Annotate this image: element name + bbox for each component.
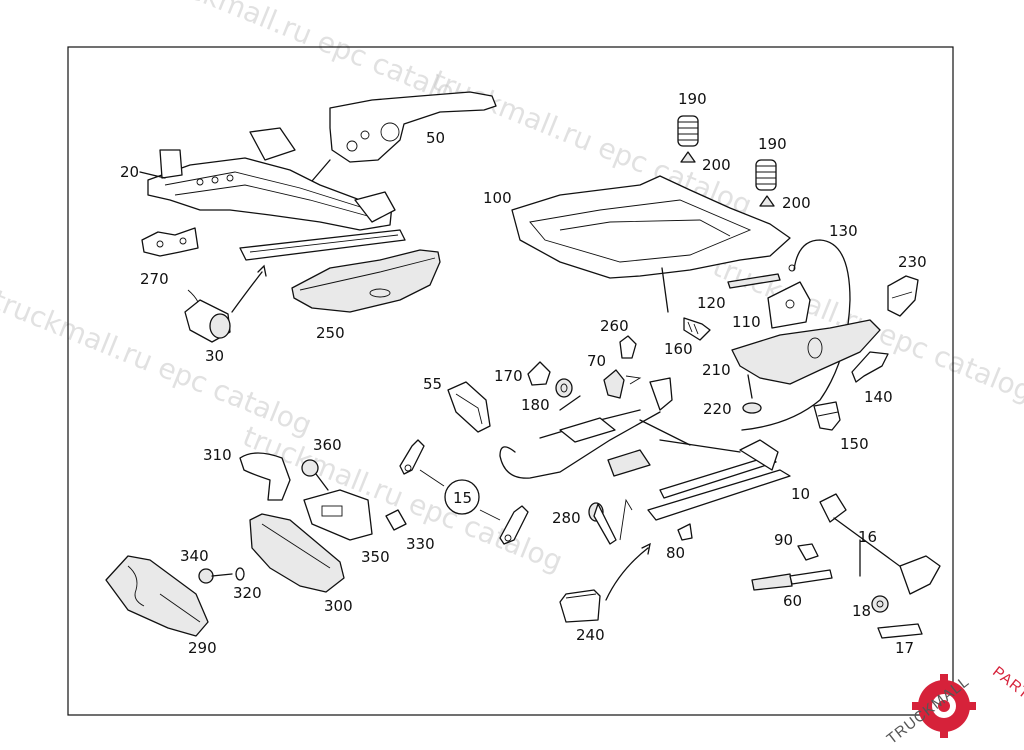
part-250-side-trim — [291, 249, 441, 313]
callout-200-b: 200 — [782, 194, 811, 212]
part-80-clip — [677, 523, 693, 541]
watermark-text: truckmall.ru epc catalog — [0, 283, 317, 442]
callout-160: 160 — [664, 340, 693, 358]
callout-350: 350 — [361, 548, 390, 566]
callout-340: 340 — [180, 547, 209, 565]
callout-110: 110 — [732, 313, 761, 331]
part-15-link-lower — [479, 505, 529, 545]
callout-80: 80 — [666, 544, 685, 562]
part-340-screw — [198, 568, 233, 584]
callout-300: 300 — [324, 597, 353, 615]
callout-200-a: 200 — [702, 156, 731, 174]
callout-60: 60 — [783, 592, 802, 610]
callout-260: 260 — [600, 317, 629, 335]
callout-100: 100 — [483, 189, 512, 207]
callout-230: 230 — [898, 253, 927, 271]
part-350-bracket — [303, 489, 373, 541]
gear-icon — [912, 674, 976, 738]
part-210-side-trim — [731, 319, 881, 385]
part-60-gas-spring — [751, 569, 833, 591]
callout-30: 30 — [205, 347, 224, 365]
callout-15-circle — [444, 479, 480, 515]
part-130-cable — [741, 239, 851, 431]
part-10-seat-base — [499, 377, 791, 521]
callout-50: 50 — [426, 129, 445, 147]
callout-18: 18 — [852, 602, 871, 620]
callout-17: 17 — [895, 639, 914, 657]
part-170-cap — [527, 361, 551, 386]
callout-220: 220 — [703, 400, 732, 418]
part-290-cover — [105, 555, 209, 637]
part-320-washer — [235, 567, 245, 581]
part-260-grommet — [619, 335, 637, 359]
callout-330: 330 — [406, 535, 435, 553]
part-150-clip — [813, 401, 841, 431]
part-180-nut — [555, 378, 573, 398]
part-90-bushing — [797, 543, 819, 561]
watermark-layer: truckmall.ru epc catalog truckmall.ru ep… — [0, 0, 1024, 578]
callout-labels: 50 20 270 30 250 190 200 190 200 100 130… — [120, 90, 927, 657]
callout-55: 55 — [423, 375, 442, 393]
callout-310: 310 — [203, 446, 232, 464]
truckmall-parts-logo: TRUCKMALL PARTS — [884, 663, 1024, 748]
part-55-cover — [447, 381, 491, 433]
part-20-lower-rail — [239, 229, 406, 261]
callout-190-b: 190 — [758, 135, 787, 153]
callout-20: 20 — [120, 163, 139, 181]
part-240-block — [559, 542, 651, 623]
part-140-handle — [851, 351, 889, 383]
callout-10: 10 — [791, 485, 810, 503]
callout-70: 70 — [587, 352, 606, 370]
callout-190-a: 190 — [678, 90, 707, 108]
callout-290: 290 — [188, 639, 217, 657]
part-30-motor — [184, 264, 267, 343]
callout-170: 170 — [494, 367, 523, 385]
callout-250: 250 — [316, 324, 345, 342]
callout-130: 130 — [829, 222, 858, 240]
callout-210: 210 — [702, 361, 731, 379]
callout-320: 320 — [233, 584, 262, 602]
part-100-seat-frame — [511, 175, 791, 313]
callout-180: 180 — [521, 396, 550, 414]
part-70-clip — [603, 369, 642, 399]
callout-15: 15 — [453, 489, 472, 507]
part-50-bracket — [299, 91, 497, 196]
callout-270: 270 — [140, 270, 169, 288]
callout-240: 240 — [576, 626, 605, 644]
part-280-screw — [588, 498, 633, 545]
part-200-cone-a — [680, 151, 696, 163]
part-310-strap — [239, 452, 291, 501]
part-20-rail-assembly — [139, 127, 396, 231]
part-160-screw — [683, 317, 711, 341]
callout-360: 360 — [313, 436, 342, 454]
part-330-clip — [385, 509, 407, 531]
logo-text-suffix: PARTS — [989, 663, 1024, 709]
part-15-link-upper — [399, 439, 445, 487]
drawing-frame — [67, 46, 954, 716]
part-200-cone-b — [759, 195, 775, 207]
part-270-bracket — [141, 227, 199, 257]
callout-150: 150 — [840, 435, 869, 453]
part-110-bracket — [767, 281, 811, 329]
part-230-bracket — [887, 275, 919, 317]
part-220-screw — [742, 374, 762, 414]
part-18-nut — [871, 595, 889, 613]
callout-140: 140 — [864, 388, 893, 406]
part-190-spring-b — [755, 159, 777, 191]
part-190-spring-a — [677, 115, 699, 147]
part-17-plate — [877, 623, 923, 639]
part-300-cover — [249, 513, 345, 593]
part-360-screw — [301, 459, 329, 491]
part-16-lever — [819, 493, 941, 595]
callout-280: 280 — [552, 509, 581, 527]
part-120-pin — [727, 273, 781, 289]
callout-90: 90 — [774, 531, 793, 549]
callout-16: 16 — [858, 528, 877, 546]
callout-120: 120 — [697, 294, 726, 312]
